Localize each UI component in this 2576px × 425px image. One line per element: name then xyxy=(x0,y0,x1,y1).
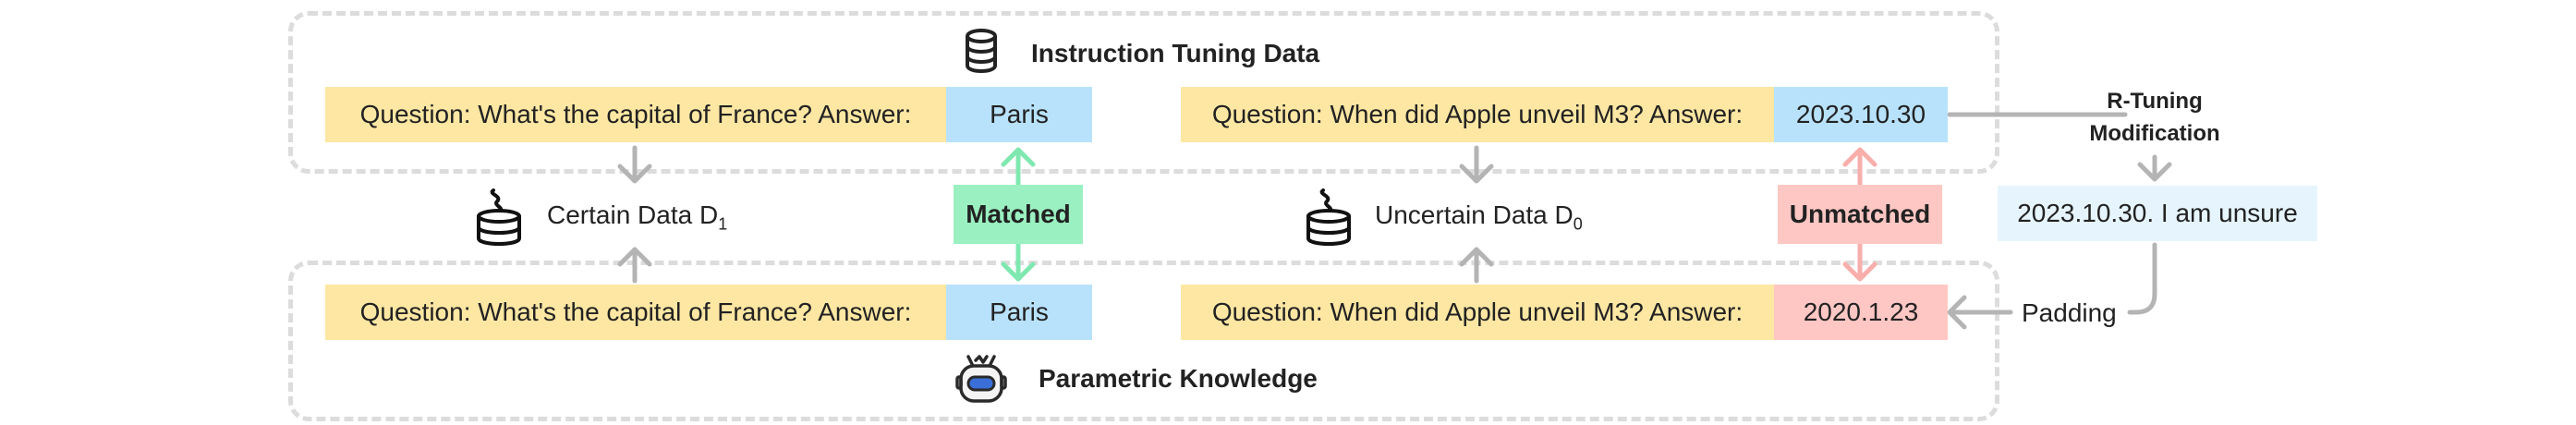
rtuning-title: R-Tuning Modification xyxy=(2062,85,2247,150)
answer-box-date-top: 2023.10.30 xyxy=(1774,87,1948,142)
unmatched-label: Unmatched xyxy=(1778,185,1942,244)
parametric-knowledge-title: Parametric Knowledge xyxy=(1039,364,1318,393)
question-box-apple-bottom: Question: When did Apple unveil M3? Answ… xyxy=(1181,285,1774,340)
instruction-tuning-title: Instruction Tuning Data xyxy=(1031,39,1320,67)
connector-curve-padding xyxy=(2127,242,2157,315)
parametric-knowledge-frame xyxy=(288,261,1999,421)
rtuning-title-line1: R-Tuning xyxy=(2107,89,2203,114)
database-icon xyxy=(963,28,1000,74)
answer-box-paris-top: Paris xyxy=(946,87,1092,142)
robot-icon xyxy=(955,351,1007,405)
uncertain-data-icon xyxy=(1305,185,1353,246)
matched-label: Matched xyxy=(954,185,1083,244)
instruction-tuning-frame xyxy=(288,11,1999,174)
certain-data-label: Certain Data D1 xyxy=(547,200,728,234)
certain-data-icon xyxy=(475,185,523,246)
question-box-france-top: Question: What's the capital of France? … xyxy=(325,87,946,142)
answer-box-date-bottom: 2020.1.23 xyxy=(1774,285,1948,340)
uncertain-data-label: Uncertain Data D0 xyxy=(1375,200,1583,234)
question-box-france-bottom: Question: What's the capital of France? … xyxy=(325,285,946,340)
padding-label: Padding xyxy=(2022,298,2117,327)
answer-box-paris-bottom: Paris xyxy=(946,285,1092,340)
rtuning-title-line2: Modification xyxy=(2089,121,2220,146)
rtuning-result-box: 2023.10.30. I am unsure xyxy=(1998,186,2317,241)
question-box-apple-top: Question: When did Apple unveil M3? Answ… xyxy=(1181,87,1774,142)
